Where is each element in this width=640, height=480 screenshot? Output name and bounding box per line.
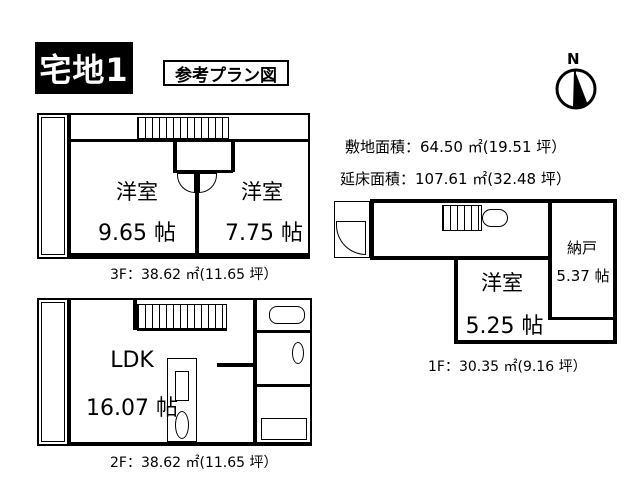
room-name: LDK xyxy=(110,348,154,373)
room-name: 納戸 xyxy=(566,239,597,257)
floor-plan-1f: 洋室 5.25 帖 納戸 5.37 帖 xyxy=(332,199,617,344)
floor-caption-2f: 2F：38.62 ㎡(11.65 坪） xyxy=(110,455,278,471)
room-size: 5.37 帖 xyxy=(556,267,610,285)
floor-caption-3f: 3F：38.62 ㎡(11.65 坪） xyxy=(110,267,278,283)
site-area: 敷地面積：64.50 ㎡(19.51 坪） xyxy=(345,138,567,156)
floor-plan-3f: 洋室 9.65 帖 洋室 7.75 帖 xyxy=(37,113,310,259)
floor-caption-1f: 1F：30.35 ㎡(9.16 坪） xyxy=(428,359,587,375)
room-size: 9.65 帖 xyxy=(98,221,176,246)
room-size: 5.25 帖 xyxy=(465,314,544,339)
plan-label: 参考プラン図 xyxy=(163,60,289,86)
room-name: 洋室 xyxy=(481,271,523,295)
north-arrow-icon: N xyxy=(555,50,597,110)
room-name: 洋室 xyxy=(241,180,283,204)
room-size: 16.07 帖 xyxy=(86,396,178,421)
lot-title-badge: 宅地1 xyxy=(35,42,133,94)
north-label: N xyxy=(567,50,580,68)
room-name: 洋室 xyxy=(116,180,158,204)
room-size: 7.75 帖 xyxy=(225,221,303,246)
total-floor-area: 延床面積：107.61 ㎡(32.48 坪） xyxy=(340,170,571,188)
floor-plan-2f: LDK 16.07 帖 xyxy=(37,298,312,446)
